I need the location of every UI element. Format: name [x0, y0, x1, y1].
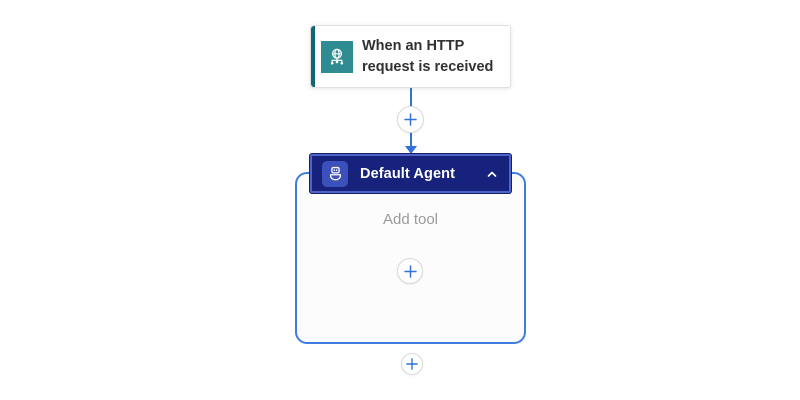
plus-icon — [404, 113, 417, 126]
trigger-title-line1: When an HTTP — [362, 37, 465, 54]
chevron-up-icon[interactable] — [485, 167, 499, 181]
agent-header-label: Default Agent — [360, 165, 456, 182]
trigger-card-title: When an HTTP request is received — [362, 36, 493, 78]
plus-icon — [403, 264, 417, 278]
http-request-icon — [321, 40, 353, 73]
trigger-title-line2: request is received — [362, 58, 494, 75]
agent-card-header[interactable]: Default Agent — [310, 154, 511, 193]
plus-icon — [406, 358, 418, 370]
add-tool-button[interactable] — [397, 258, 423, 284]
trigger-accent-strip — [311, 26, 315, 87]
trigger-card-http-request[interactable]: When an HTTP request is received — [310, 25, 511, 88]
add-step-below-button[interactable] — [401, 353, 423, 375]
agent-robot-icon — [322, 160, 348, 187]
add-tool-placeholder: Add tool — [382, 211, 439, 228]
insert-step-button[interactable] — [397, 106, 424, 133]
arrow-down-icon — [405, 146, 417, 154]
